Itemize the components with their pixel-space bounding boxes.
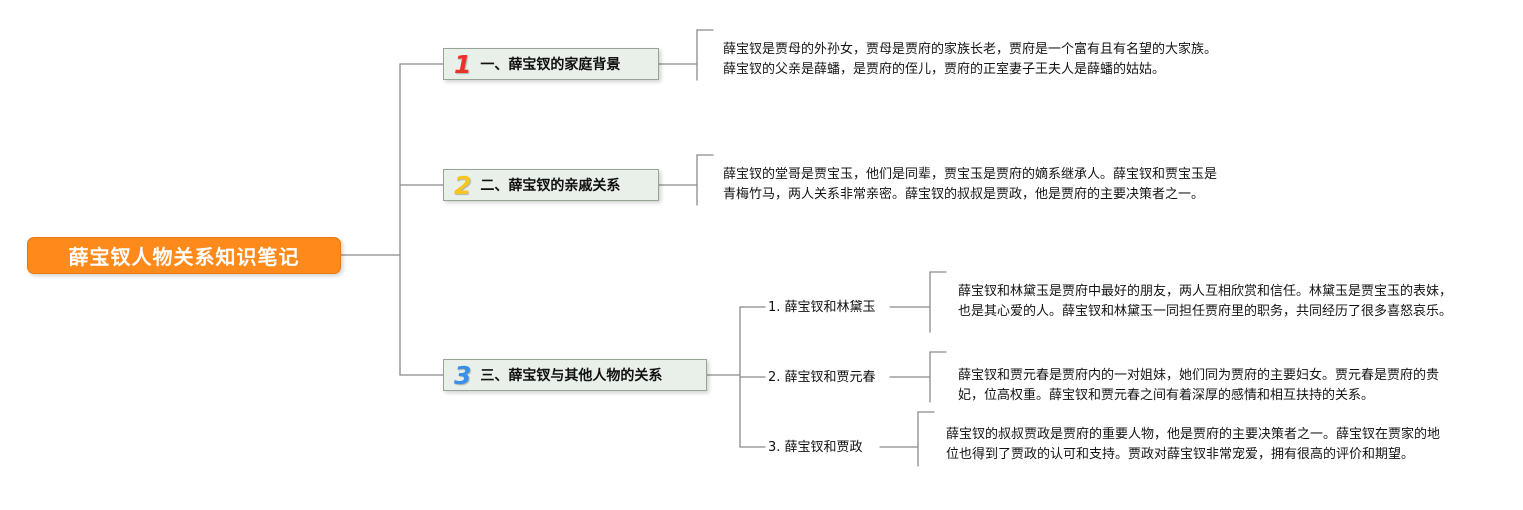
detail-text-jia-yuanchun[interactable]: 薛宝钗和贾元春是贾府内的一对姐妹，她们同为贾府的主要妇女。贾元春是贾府的贵妃，位… (958, 368, 1440, 403)
root-topic-label: 薛宝钗人物关系知识笔记 (68, 245, 300, 269)
bracket-detail5 (917, 411, 935, 467)
detail-text-relatives[interactable]: 薛宝钗的堂哥是贾宝玉，他们是同辈，贾宝玉是贾府的嫡系继承人。薛宝钗和贾宝玉是青梅… (723, 167, 1218, 202)
bracket-detail1 (696, 29, 714, 81)
root-topic[interactable]: 薛宝钗人物关系知识笔记 (27, 237, 341, 274)
subtopic-lin-daiyu[interactable]: 1. 薛宝钗和林黛玉 (768, 300, 876, 315)
detail-text-jia-zheng[interactable]: 薛宝钗的叔叔贾政是贾府的重要人物，他是贾府的主要决策者之一。薛宝钗在贾家的地位也… (946, 427, 1441, 462)
branch-topic-family-background[interactable]: 1 一、薛宝钗的家庭背景 (443, 48, 659, 80)
branch-label-1: 一、薛宝钗的家庭背景 (480, 57, 621, 73)
branch-number-1: 1 (454, 49, 472, 79)
subtopic-jia-yuanchun[interactable]: 2. 薛宝钗和贾元春 (768, 370, 876, 385)
bracket-detail3 (929, 271, 947, 333)
branch-number-2: 2 (454, 170, 472, 200)
branch-topic-other-relationships[interactable]: 3 三、薛宝钗与其他人物的关系 (443, 359, 707, 391)
branch-number-3: 3 (454, 360, 472, 390)
bracket-detail2 (696, 154, 714, 206)
subtopic-jia-zheng[interactable]: 3. 薛宝钗和贾政 (768, 440, 863, 455)
branch-label-3: 三、薛宝钗与其他人物的关系 (480, 368, 663, 384)
branch-topic-relatives[interactable]: 2 二、薛宝钗的亲戚关系 (443, 169, 659, 201)
detail-text-family-background[interactable]: 薛宝钗是贾母的外孙女，贾母是贾府的家族长老，贾府是一个富有且有名望的大家族。薛宝… (723, 42, 1218, 77)
bracket-detail4 (929, 351, 947, 403)
detail-text-lin-daiyu[interactable]: 薛宝钗和林黛玉是贾府中最好的朋友，两人互相欣赏和信任。林黛玉是贾宝玉的表妹，也是… (958, 284, 1453, 319)
branch-label-2: 二、薛宝钗的亲戚关系 (480, 178, 621, 194)
